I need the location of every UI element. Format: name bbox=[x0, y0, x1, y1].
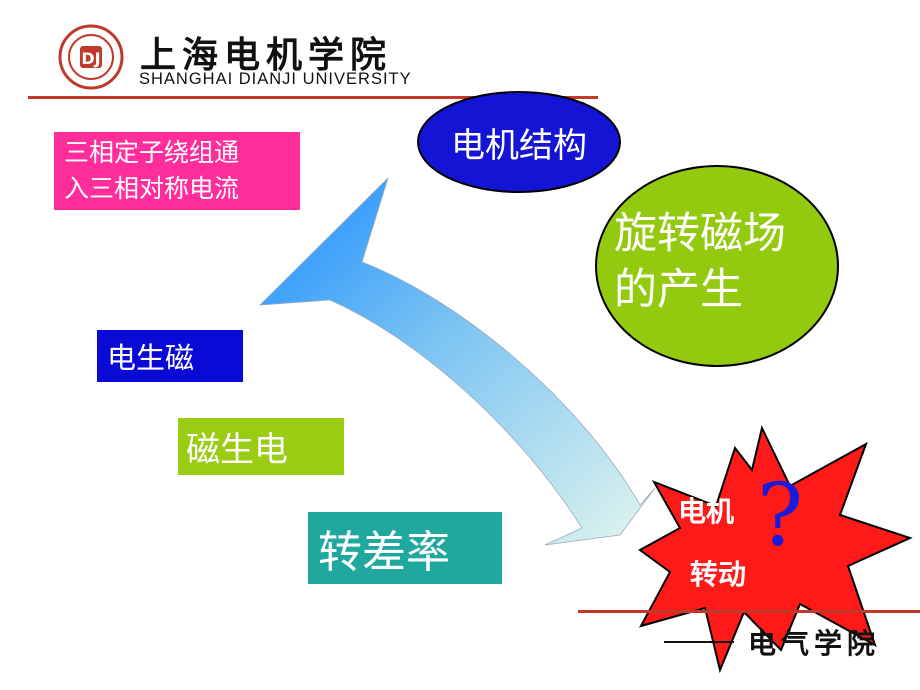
footer-dash bbox=[664, 641, 734, 643]
motor-structure-label: 电机结构 bbox=[451, 125, 587, 166]
pink-box-line2: 入三相对称电流 bbox=[64, 174, 240, 203]
rotating-field-ellipse bbox=[595, 165, 839, 367]
teal-box-label: 转差率 bbox=[318, 527, 450, 578]
footer-divider bbox=[578, 610, 920, 613]
header-divider bbox=[28, 96, 598, 99]
three-phase-current-box: 三相定子绕组通 入三相对称电流 bbox=[54, 132, 300, 210]
rotating-field-label: 旋转磁场 的产生 bbox=[614, 206, 834, 318]
star-label-line1: 电机 bbox=[678, 495, 735, 528]
university-seal-icon: DJ bbox=[58, 24, 124, 90]
motor-rotation-starburst bbox=[638, 425, 913, 674]
electricity-to-magnetism-box: 电生磁 bbox=[97, 330, 243, 382]
svg-text:DJ: DJ bbox=[81, 49, 100, 68]
footer-school-name: 电气学院 bbox=[748, 627, 881, 660]
motor-structure-ellipse bbox=[417, 91, 621, 193]
question-mark-icon: ? bbox=[757, 466, 804, 566]
rotating-field-line2: 的产生 bbox=[614, 265, 743, 315]
slip-rate-box: 转差率 bbox=[308, 512, 502, 584]
pink-box-line1: 三相定子绕组通 bbox=[64, 138, 240, 167]
university-name-cn: 上海电机学院 bbox=[140, 34, 393, 76]
magnetism-to-electricity-box: 磁生电 bbox=[178, 418, 344, 475]
blue-box-label: 电生磁 bbox=[107, 341, 195, 375]
star-label-line2: 转动 bbox=[690, 558, 747, 591]
university-name-en: SHANGHAI DIANJI UNIVERSITY bbox=[139, 70, 412, 88]
rotating-field-line1: 旋转磁场 bbox=[614, 209, 786, 259]
green-box-label: 磁生电 bbox=[186, 430, 288, 470]
